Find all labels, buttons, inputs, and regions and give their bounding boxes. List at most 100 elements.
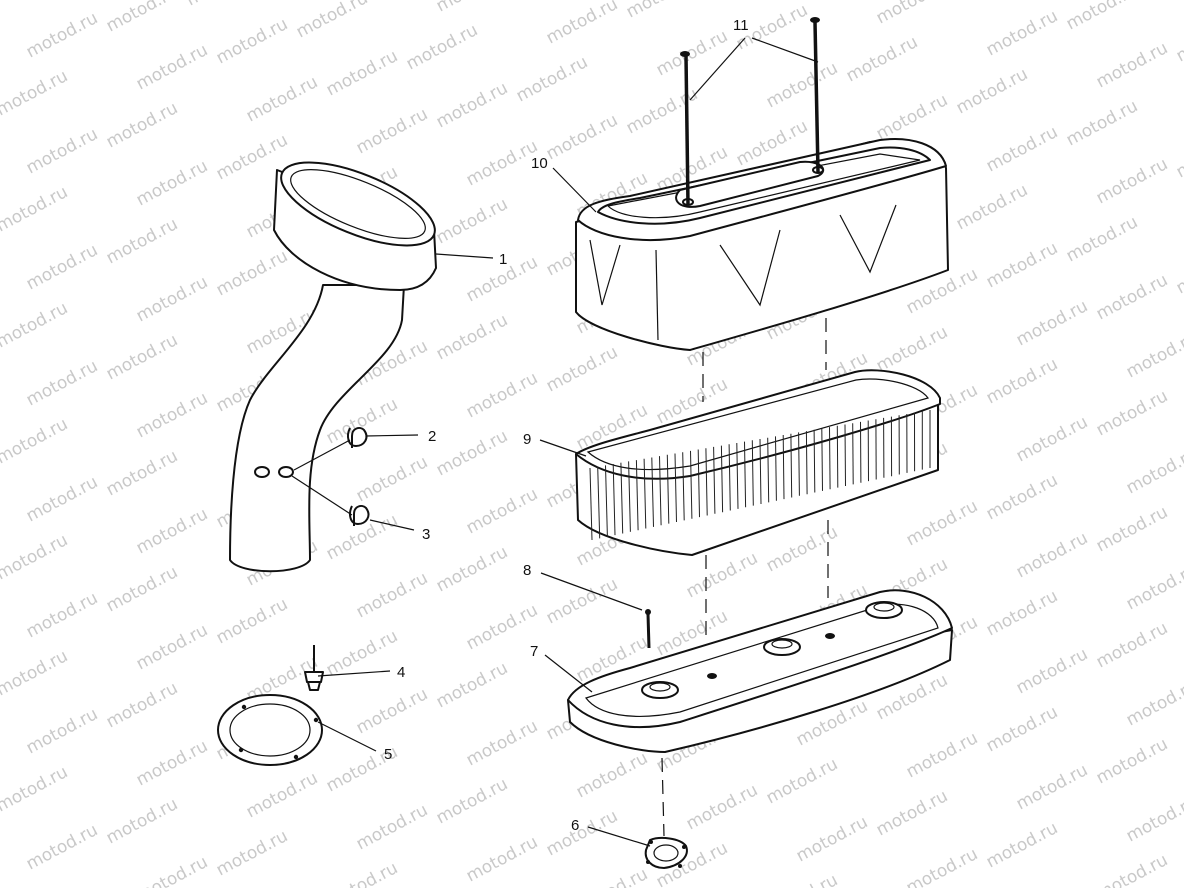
watermark-text: motod.ru [23, 472, 101, 526]
watermark-text: motod.ru [953, 64, 1031, 118]
filter-pleat [651, 457, 654, 527]
watermark-text: motod.ru [983, 122, 1061, 176]
part-10-airbox-cover [575, 138, 949, 351]
watermark-text: motod.ru [323, 626, 401, 680]
watermark-text: motod.ru [133, 852, 211, 888]
watermark-text: motod.ru [353, 104, 431, 158]
watermark-text: motod.ru [243, 768, 321, 822]
watermark-text: motod.ru [103, 678, 181, 732]
watermark-text: motod.ru [1093, 734, 1171, 788]
watermark-text: motod.ru [653, 26, 731, 80]
watermark-text: motod.ru [543, 0, 621, 48]
watermark-text: motod.ru [103, 0, 181, 36]
watermark-text: motod.ru [1093, 386, 1171, 440]
watermark-text: motod.ru [1123, 560, 1184, 614]
watermark-text: motod.ru [983, 470, 1061, 524]
watermark-text: motod.ru [103, 562, 181, 616]
watermark-text: motod.ru [873, 90, 951, 144]
watermark-text: motod.ru [433, 774, 511, 828]
filter-pleat [805, 431, 808, 495]
watermark-text: motod.ru [1013, 644, 1091, 698]
watermark-text: motod.ru [323, 858, 401, 888]
watermark-text: motod.ru [1173, 244, 1184, 298]
watermark-text: motod.ru [0, 762, 71, 816]
watermark-text: motod.ru [0, 0, 71, 4]
filter-pleat [767, 437, 770, 503]
filter-pleat [628, 461, 631, 532]
watermark-text: motod.ru [1093, 270, 1171, 324]
watermark-text: motod.ru [23, 704, 101, 758]
watermark-text: motod.ru [1123, 676, 1184, 730]
watermark-text: motod.ru [903, 844, 981, 888]
filter-pleat [821, 428, 823, 491]
watermark-text: motod.ru [433, 426, 511, 480]
watermark-text: motod.ru [0, 182, 71, 236]
watermark-text: motod.ru [873, 786, 951, 840]
watermark-text: motod.ru [403, 20, 481, 74]
watermark-text: motod.ru [103, 794, 181, 848]
watermark-text: motod.ru [433, 0, 511, 16]
watermark-text: motod.ru [433, 310, 511, 364]
watermark-text: motod.ru [23, 356, 101, 410]
watermark-text: motod.ru [573, 864, 651, 888]
filter-pleat [720, 445, 724, 513]
watermark-text: motod.ru [103, 98, 181, 152]
watermark-text: motod.ru [1013, 296, 1091, 350]
callout-labels: 1 2 3 4 5 6 7 8 9 10 11 [384, 17, 749, 834]
watermark-text: motod.ru [23, 820, 101, 874]
filter-pleats [589, 410, 931, 541]
watermark-text: motod.ru [463, 484, 541, 538]
filter-pleat [782, 434, 785, 500]
watermark-text: motod.ru [293, 0, 371, 42]
watermark-text: motod.ru [1093, 154, 1171, 208]
watermark-text: motod.ru [983, 354, 1061, 408]
leader-lines [291, 37, 819, 847]
watermark-text: motod.ru [1013, 760, 1091, 814]
watermark-text: motod.ru [1123, 792, 1184, 846]
watermark-text: motod.ru [873, 322, 951, 376]
watermark-text: motod.ru [103, 214, 181, 268]
watermark-text: motod.ru [513, 52, 591, 106]
watermark-text: motod.ru [763, 754, 841, 808]
watermark-text: motod.ru [463, 368, 541, 422]
watermark-text: motod.ru [213, 14, 291, 68]
callout-6: 6 [571, 817, 579, 834]
watermark-text: motod.ru [1173, 128, 1184, 182]
filter-pleat [620, 462, 624, 534]
part-6-small-gasket [644, 837, 688, 869]
watermark-text: motod.ru [623, 84, 701, 138]
part-9-air-filter [575, 369, 941, 556]
callout-2: 2 [428, 428, 436, 445]
watermark-text: motod.ru [983, 6, 1061, 60]
watermark-text: motod.ru [683, 780, 761, 834]
callout-4: 4 [397, 664, 405, 681]
watermark-text: motod.ru [623, 0, 701, 22]
filter-pleat [682, 452, 685, 521]
watermark-text: motod.ru [1013, 412, 1091, 466]
callout-1: 1 [499, 251, 507, 268]
watermark-text: motod.ru [873, 0, 951, 28]
filter-pleat [666, 454, 670, 524]
filter-pleat [697, 449, 700, 518]
watermark-text: motod.ru [1173, 12, 1184, 66]
watermark-text: motod.ru [543, 110, 621, 164]
watermark-text: motod.ru [323, 46, 401, 100]
filter-pleat [605, 465, 608, 537]
watermark-text: motod.ru [1063, 96, 1141, 150]
watermark-text: motod.ru [1063, 212, 1141, 266]
watermark-text: motod.ru [0, 530, 71, 584]
filter-pleat [744, 441, 747, 508]
watermark-text: motod.ru [353, 800, 431, 854]
watermark-text: motod.ru [213, 246, 291, 300]
watermark-text: motod.ru [983, 238, 1061, 292]
callout-10: 10 [531, 155, 548, 172]
watermark-text: motod.ru [133, 156, 211, 210]
watermark-text: motod.ru [353, 568, 431, 622]
watermark-text: motod.ru [1093, 850, 1171, 888]
callout-9: 9 [523, 431, 531, 448]
watermark-text: motod.ru [243, 72, 321, 126]
watermark-text: motod.ru [183, 0, 261, 10]
watermark-text: motod.ru [213, 826, 291, 880]
watermark-text: motod.ru [793, 812, 871, 866]
watermark-text: motod.ru [953, 180, 1031, 234]
